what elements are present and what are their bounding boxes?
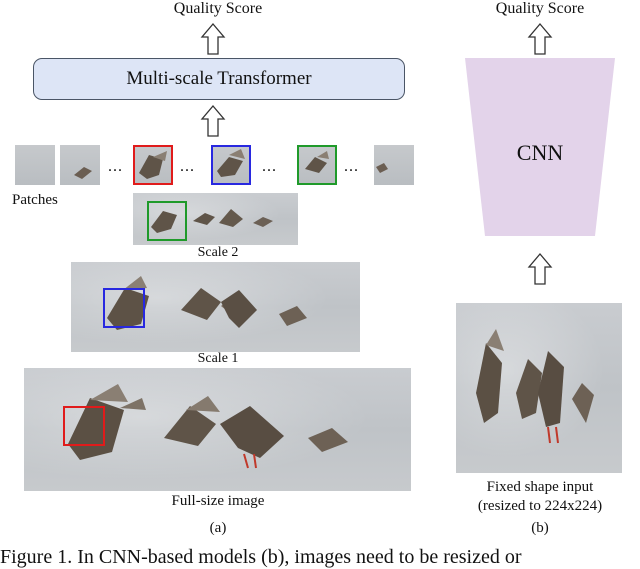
patch-thumbnail-blue [211,145,251,185]
patch-thumbnail [60,145,100,185]
ellipsis: ... [344,158,359,175]
right-quality-score-label: Quality Score [495,0,585,17]
ellipsis: ... [108,158,123,175]
multiscale-transformer-block: Multi-scale Transformer [33,58,405,100]
up-arrow-icon [527,22,553,55]
scale1-label: Scale 1 [197,351,239,366]
left-quality-score-label: Quality Score [173,0,263,17]
fullsize-image [24,368,411,491]
up-arrow-icon [200,104,226,137]
scale2-label: Scale 2 [197,245,239,260]
resized-input-image [456,303,622,473]
resized-224-label: (resized to 224x224) [477,498,603,514]
ellipsis: ... [180,158,195,175]
up-arrow-icon [200,22,226,55]
fullsize-label: Full-size image [171,493,265,509]
cnn-block [465,58,615,236]
scale1-image [71,262,360,352]
fixed-shape-input-label: Fixed shape input [486,479,594,495]
figure-caption: Figure 1. In CNN-based models (b), image… [0,546,522,568]
panel-a-label: (a) [209,520,227,536]
cnn-label: CNN [516,140,564,165]
patch-thumbnail-green [297,145,337,185]
patch-thumbnail [15,145,55,185]
panel-b-label: (b) [531,520,549,536]
patches-label: Patches [12,192,58,208]
patch-thumbnail [374,145,414,185]
patch-thumbnail-red [133,145,173,185]
ellipsis: ... [262,158,277,175]
up-arrow-icon [527,252,553,285]
scale2-image [133,193,298,245]
